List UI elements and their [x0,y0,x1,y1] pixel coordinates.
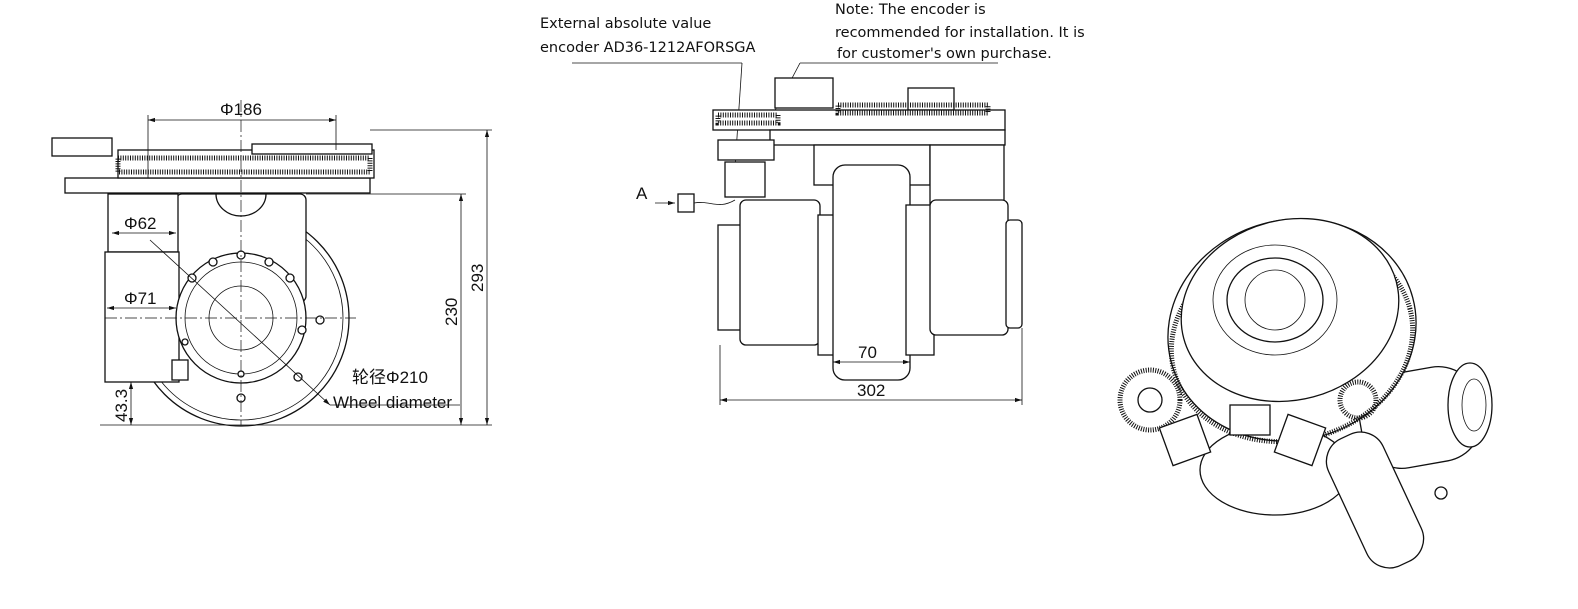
dim-43-3: 43.3 [112,389,131,422]
pinion-gear [1117,367,1183,433]
dim-230: 230 [442,298,461,326]
slewing-gear [115,155,373,175]
motor-body [104,251,180,383]
left-motor-iso [1325,431,1425,569]
connector [171,359,189,381]
note-line-3: for customer's own purchase. [837,46,1052,62]
wheel-diameter-cn: 轮径Φ210 [352,368,428,387]
encoder-label-2: encoder AD36-1212AFORSGA [540,40,756,56]
dim-302: 302 [857,381,885,400]
dim-293: 293 [468,264,487,292]
dim-phi62: Φ62 [124,214,156,233]
note-line-2: recommended for installation. It is [835,25,1085,41]
dim-70: 70 [858,343,877,362]
view-marker-a: A [636,184,648,203]
front-view: Φ186 Φ62 Φ71 293 230 43.3 轮径Φ210 Wheel d… [51,100,492,427]
left-motor [739,199,821,346]
dim-phi71: Φ71 [124,289,156,308]
wheel-diameter-en: Wheel diameter [333,393,452,412]
encoder-bracket [51,137,113,157]
encoder-body [717,139,775,161]
wheel-diameter-leader [149,239,331,406]
encoder-label-1: External absolute value [540,16,711,32]
mounting-plate [64,177,371,194]
isometric-view [1117,217,1493,569]
note-line-1: Note: The encoder is [835,2,986,18]
side-view: External absolute value encoder AD36-121… [540,2,1085,405]
right-motor [929,199,1009,336]
dim-phi186: Φ186 [220,100,262,119]
